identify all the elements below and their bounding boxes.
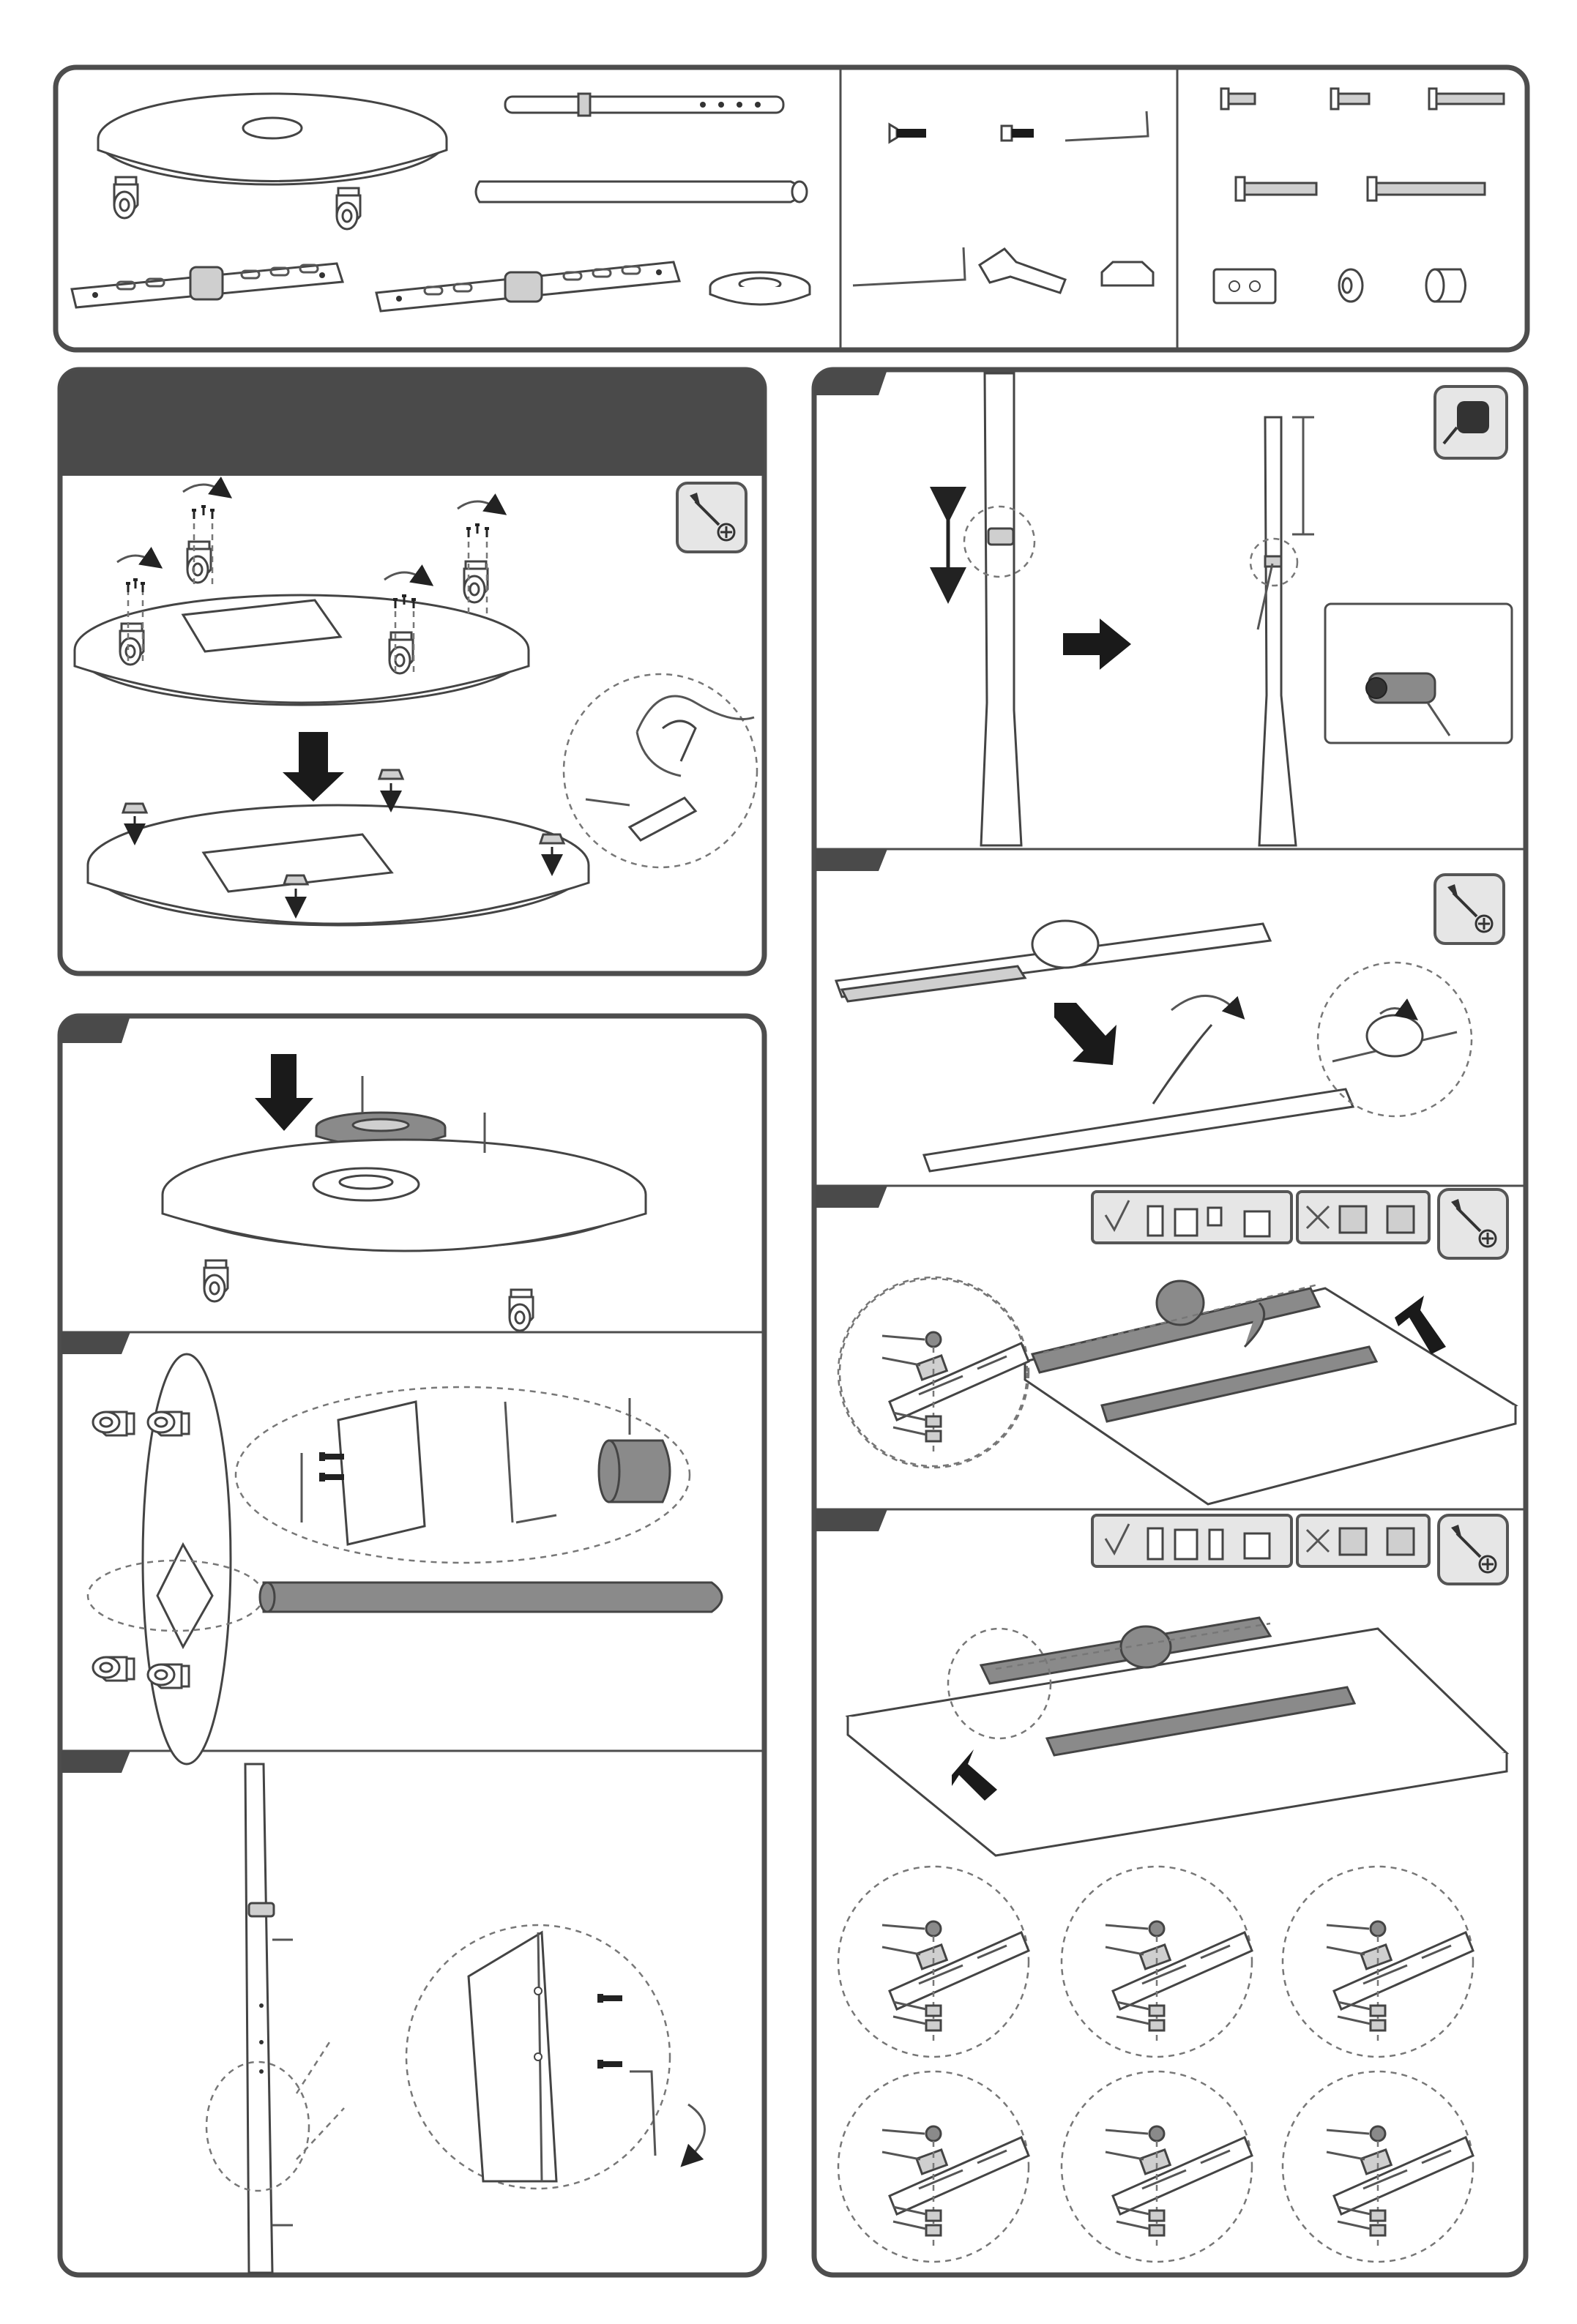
caster-top-mid: [187, 542, 211, 583]
part-spacer-long: [1426, 269, 1466, 302]
parts-panel: [56, 67, 1527, 350]
step-tab: [60, 1016, 130, 1043]
step-panel-right: [814, 370, 1526, 2275]
step-tab: [816, 1186, 887, 1208]
caster-front: [389, 632, 413, 673]
part-cap: [1102, 262, 1153, 285]
step-tab: [816, 849, 887, 871]
part-lower-tube: [476, 182, 807, 202]
step-tab: [816, 1509, 887, 1531]
step-panel-base-plate: [60, 1016, 764, 2275]
part-base-plate-disc: [710, 272, 810, 304]
step-tab: [61, 1332, 130, 1354]
step-tab: [61, 1751, 130, 1773]
step-panel-casters: [60, 370, 764, 974]
step-tab: [814, 370, 887, 395]
caster-top-left: [120, 624, 143, 665]
part-upper-tube: [505, 94, 783, 116]
part-spacer-short: [1339, 269, 1362, 302]
part-washer-plate: [1214, 269, 1275, 303]
